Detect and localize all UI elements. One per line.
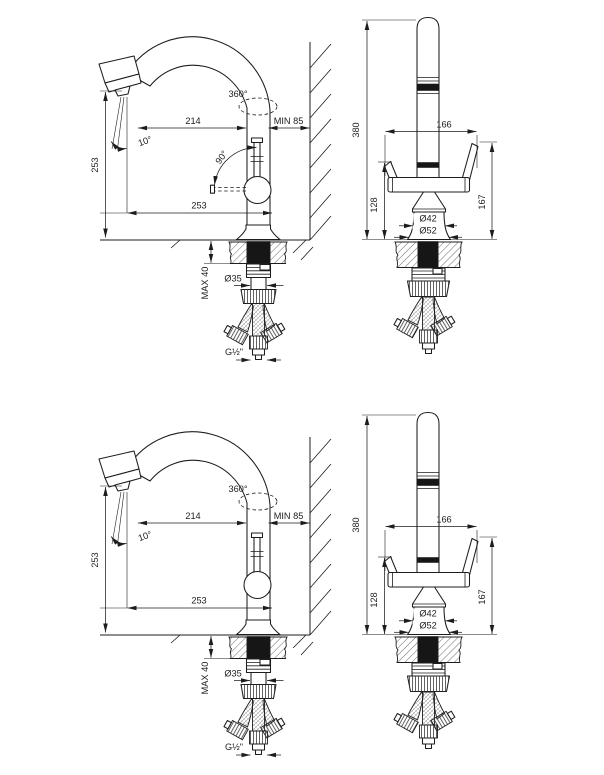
dim-left-handle-height: 128 bbox=[369, 592, 379, 607]
dim-shank-diameter: Ø35 bbox=[224, 669, 241, 679]
dim-connection-thread: G½" bbox=[225, 347, 243, 357]
swivel-ellipse bbox=[238, 97, 278, 116]
dim-spout-height: 253 bbox=[90, 552, 100, 567]
dim-left-handle-height: 128 bbox=[369, 197, 379, 212]
dim-handle-swing: 90° bbox=[213, 148, 229, 165]
dim-base-diameter: Ø52 bbox=[419, 226, 436, 236]
dim-connection-thread: G½" bbox=[225, 742, 243, 752]
panel-side-view-bottom: 253 214 MIN 85 360° 10° 253 MAX 40 Ø35 G… bbox=[90, 431, 332, 758]
dim-swivel-angle: 360° bbox=[228, 89, 247, 99]
dim-total-height: 380 bbox=[351, 517, 361, 532]
dim-shank-diameter: Ø35 bbox=[224, 274, 241, 284]
swivel-ellipse bbox=[238, 492, 278, 511]
dim-wall-clearance: MIN 85 bbox=[274, 116, 304, 126]
dim-spout-reach: 214 bbox=[185, 116, 200, 126]
dim-body-diameter: Ø42 bbox=[419, 609, 436, 619]
dim-handle-span: 166 bbox=[436, 515, 451, 525]
dim-horizontal-reach: 253 bbox=[191, 596, 206, 606]
dim-wall-clearance: MIN 85 bbox=[274, 511, 304, 521]
dim-stream-angle: 10° bbox=[137, 529, 154, 543]
dim-spout-reach: 214 bbox=[185, 511, 200, 521]
dim-right-handle-height: 167 bbox=[477, 194, 487, 209]
panel-front-view-bottom: 380 166 128 167 Ø42 Ø52 bbox=[351, 411, 497, 750]
dim-body-diameter: Ø42 bbox=[419, 214, 436, 224]
dim-spout-height: 253 bbox=[90, 157, 100, 172]
dim-handle-span: 166 bbox=[436, 120, 451, 130]
dim-max-counter-thickness: MAX 40 bbox=[200, 662, 210, 695]
handle-swing-annotation: 90° bbox=[209, 145, 257, 194]
dim-total-height: 380 bbox=[351, 122, 361, 137]
dim-swivel-angle: 360° bbox=[228, 484, 247, 494]
dim-base-diameter: Ø52 bbox=[419, 621, 436, 631]
panel-front-view-top: 380 166 128 167 Ø42 Ø52 bbox=[351, 16, 497, 355]
dim-right-handle-height: 167 bbox=[477, 589, 487, 604]
panel-side-view-top: 253 214 MIN 85 360° 10° 90° 253 MAX 40 Ø… bbox=[90, 36, 332, 363]
dim-stream-angle: 10° bbox=[137, 134, 154, 148]
dim-horizontal-reach: 253 bbox=[191, 201, 206, 211]
dim-max-counter-thickness: MAX 40 bbox=[200, 267, 210, 300]
